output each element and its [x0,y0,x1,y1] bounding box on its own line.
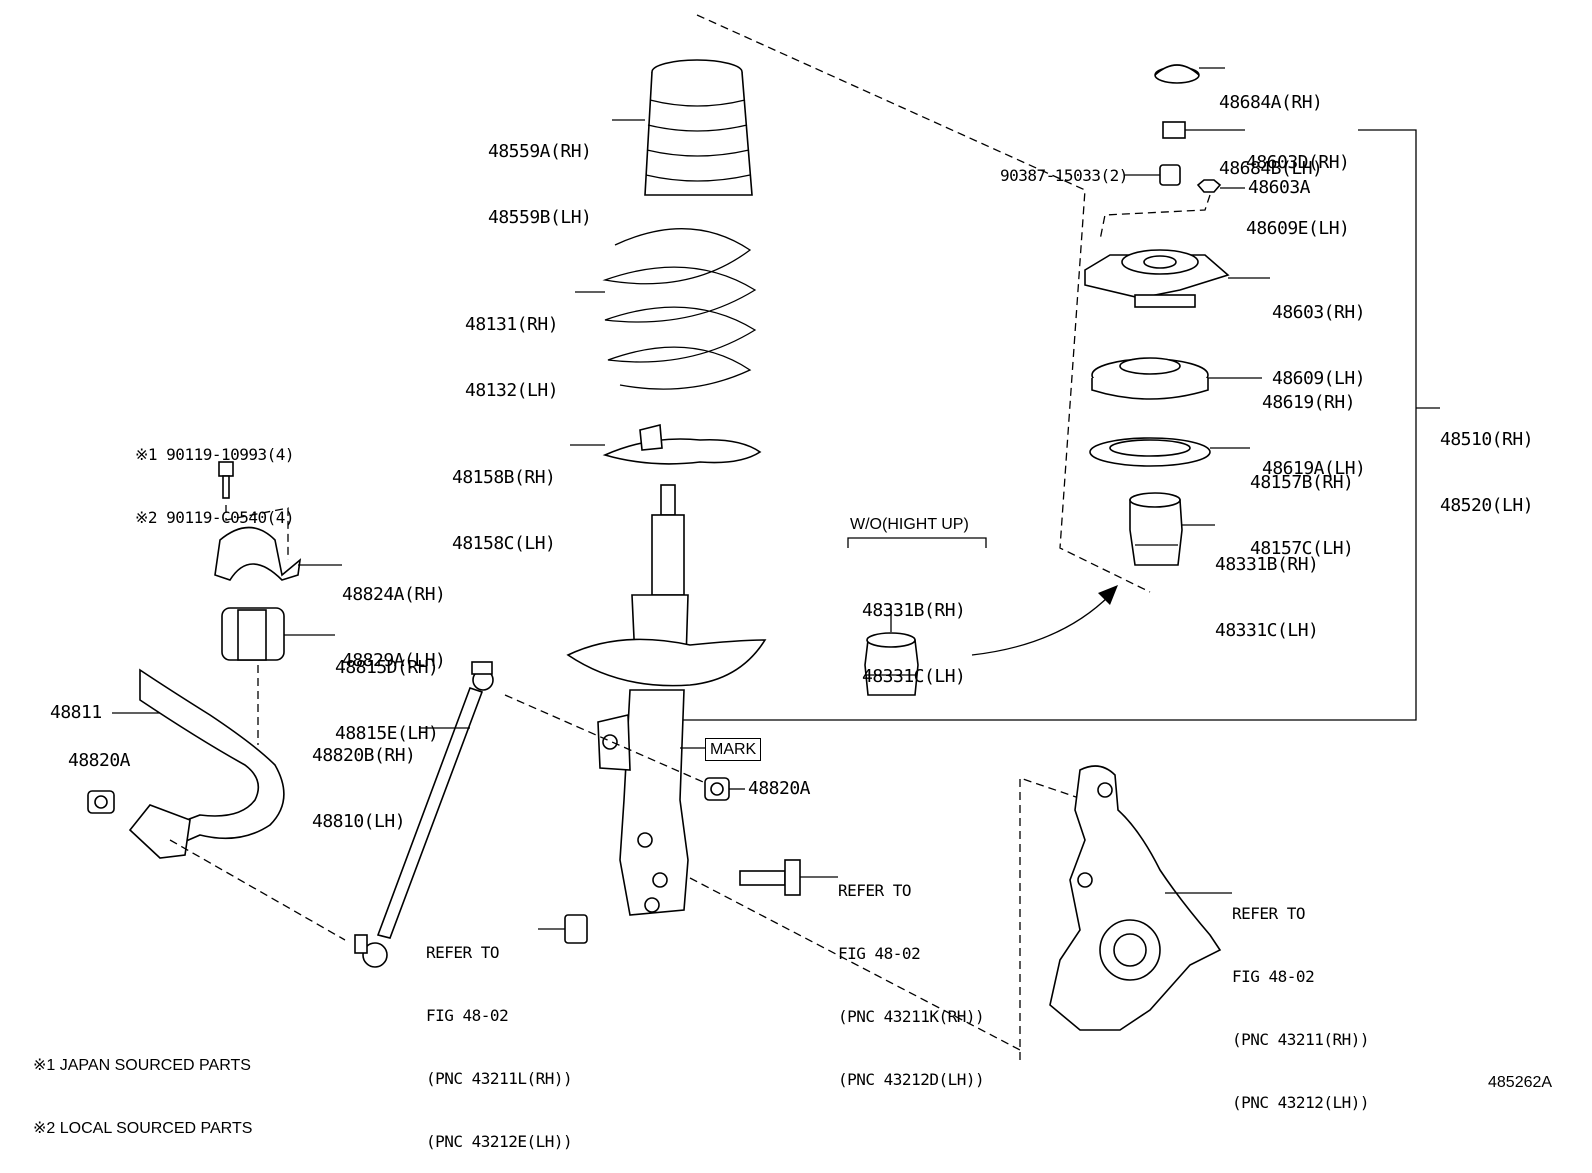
refer-left-line-4: (PNC 43212E(LH)) [426,1132,573,1151]
label-48820a-mid: 48820A [748,778,811,799]
label-48603d: 48603D(RH) 48609E(LH) [1246,108,1350,262]
coil-spring-part [575,228,757,390]
refer-right-line-2: FIG 48-02 [1232,967,1315,986]
label-48331c-lh-mid: 48331C(LH) [862,666,966,687]
refer-mid-line-4: (PNC 43212D(LH)) [838,1070,985,1089]
label-48158: 48158B(RH) 48158C(LH) [452,423,556,577]
label-48559: 48559A(RH) 48559B(LH) [488,97,592,251]
refer-left-line-1: REFER TO [426,943,500,962]
refer-left-line-2: FIG 48-02 [426,1006,509,1025]
stabilizer-bar-part [112,668,285,859]
footnotes: ※1 JAPAN SOURCED PARTS ※2 LOCAL SOURCED … [33,1013,252,1160]
label-48619-rh: 48619(RH) [1262,392,1356,413]
label-bolts: ※1 90119-10993(4) ※2 90119-C0540(4) [135,402,295,549]
label-48609-lh: 48609(LH) [1272,368,1366,389]
label-48824a-rh: 48824A(RH) [342,584,446,605]
spring-insulator-part [570,423,762,465]
label-48824: 48824A(RH) 48829A(LH) [342,540,446,694]
label-48331-right: 48331B(RH) 48331C(LH) [1215,510,1319,664]
label-48619: 48619(RH) 48619A(LH) [1262,348,1366,502]
label-48810-lh: 48810(LH) [312,811,406,832]
bearing-part [1089,437,1250,467]
label-48820b-rh: 48820B(RH) [312,745,416,766]
nut-mid-part [704,777,745,801]
label-bolt-japan: ※1 90119-10993(4) [135,445,295,464]
label-48684-lh: 48684B(LH) [1219,158,1323,179]
label-48132-lh: 48132(LH) [465,380,559,401]
stabilizer-bracket-part [214,526,342,581]
label-48815: 48815D(RH) 48815E(LH) [335,613,439,767]
replacement-arrow [971,594,1111,656]
label-48603a: 48603A [1248,177,1311,198]
refer-mid-line-1: REFER TO [838,881,912,900]
footnote-japan: ※1 JAPAN SOURCED PARTS [33,1057,251,1074]
label-48510: 48510(RH) 48520(LH) [1440,385,1534,539]
label-48157: 48157B(RH) 48157C(LH) [1250,428,1354,582]
shock-absorber-part [566,484,767,916]
bound-stopper-part [1129,492,1215,566]
label-48820a-left: 48820A [68,750,131,771]
label-48609e-lh: 48609E(LH) [1246,218,1350,239]
label-bolt-local: ※2 90119-C0540(4) [135,508,295,527]
stabilizer-bushing-part [221,607,335,745]
mark-callout: MARK [705,738,762,761]
refer-left-line-3: (PNC 43211L(RH)) [426,1069,573,1088]
label-48603d-rh: 48603D(RH) [1246,152,1350,173]
upper-support-part [1084,249,1270,308]
strut-nut-part [538,914,588,944]
label-48331c-lh-right: 48331C(LH) [1215,620,1319,641]
label-48829a-lh: 48829A(LH) [342,650,446,671]
nut-part [1099,179,1245,241]
refer-mid-line-3: (PNC 43211K(RH)) [838,1007,985,1026]
label-48157b-rh: 48157B(RH) [1250,472,1354,493]
label-48131-rh: 48131(RH) [465,314,559,335]
dust-boot-part [612,59,753,196]
steering-knuckle-part [1019,765,1232,1060]
strut-bolt-part [689,859,1021,1051]
assembly-bracket-line [680,129,1417,721]
lock-nut-part [1162,121,1245,139]
label-48820b: 48820B(RH) 48810(LH) [312,701,416,855]
label-48520-lh: 48520(LH) [1440,495,1534,516]
label-48131: 48131(RH) 48132(LH) [465,270,559,424]
refer-right-line-3: (PNC 43211(RH)) [1232,1030,1370,1049]
label-48559b-lh: 48559B(LH) [488,207,592,228]
parts-diagram [87,14,1440,1060]
footnote-local: ※2 LOCAL SOURCED PARTS [33,1120,253,1137]
stud-bolt-part [218,461,289,560]
spring-seat-upper-part [1091,357,1262,400]
collar-part [1125,164,1181,186]
refer-right: REFER TO FIG 48-02 (PNC 43211(RH)) (PNC … [1232,861,1370,1134]
label-48603-rh: 48603(RH) [1272,302,1366,323]
label-wo-hight-up: W/O(HIGHT UP) [850,516,969,533]
assembly-dashed-outline [696,14,1151,593]
label-48684: 48684A(RH) 48684B(LH) [1219,48,1323,202]
label-48815d-rh: 48815D(RH) [335,657,439,678]
label-48331-mid: 48331B(RH) 48331C(LH) [862,556,966,710]
stabilizer-link-part [169,661,711,968]
label-48331b-rh-mid: 48331B(RH) [862,600,966,621]
nut-left-part [87,790,115,814]
label-48811: 48811 [50,702,102,723]
label-48510-rh: 48510(RH) [1440,429,1534,450]
label-48158b-rh: 48158B(RH) [452,467,556,488]
refer-mid-line-2: FIG 48-02 [838,944,921,963]
dust-cap-part [1154,64,1225,84]
label-48684-rh: 48684A(RH) [1219,92,1323,113]
figure-id: 485262A [1488,1074,1553,1091]
label-48603: 48603(RH) 48609(LH) [1272,258,1366,412]
label-48331b-rh-right: 48331B(RH) [1215,554,1319,575]
variant-bracket [847,537,987,548]
bound-stopper-variant-part [864,605,919,696]
refer-right-line-4: (PNC 43212(LH)) [1232,1093,1370,1112]
label-48815e-lh: 48815E(LH) [335,723,439,744]
label-90387: 90387-15033(2) [1000,166,1128,185]
label-48559a-rh: 48559A(RH) [488,141,592,162]
refer-mid: REFER TO FIG 48-02 (PNC 43211K(RH)) (PNC… [838,838,985,1111]
refer-left: REFER TO FIG 48-02 (PNC 43211L(RH)) (PNC… [426,900,573,1173]
refer-right-line-1: REFER TO [1232,904,1306,923]
label-48619a-lh: 48619A(LH) [1262,458,1366,479]
label-48157c-lh: 48157C(LH) [1250,538,1354,559]
label-48158c-lh: 48158C(LH) [452,533,556,554]
